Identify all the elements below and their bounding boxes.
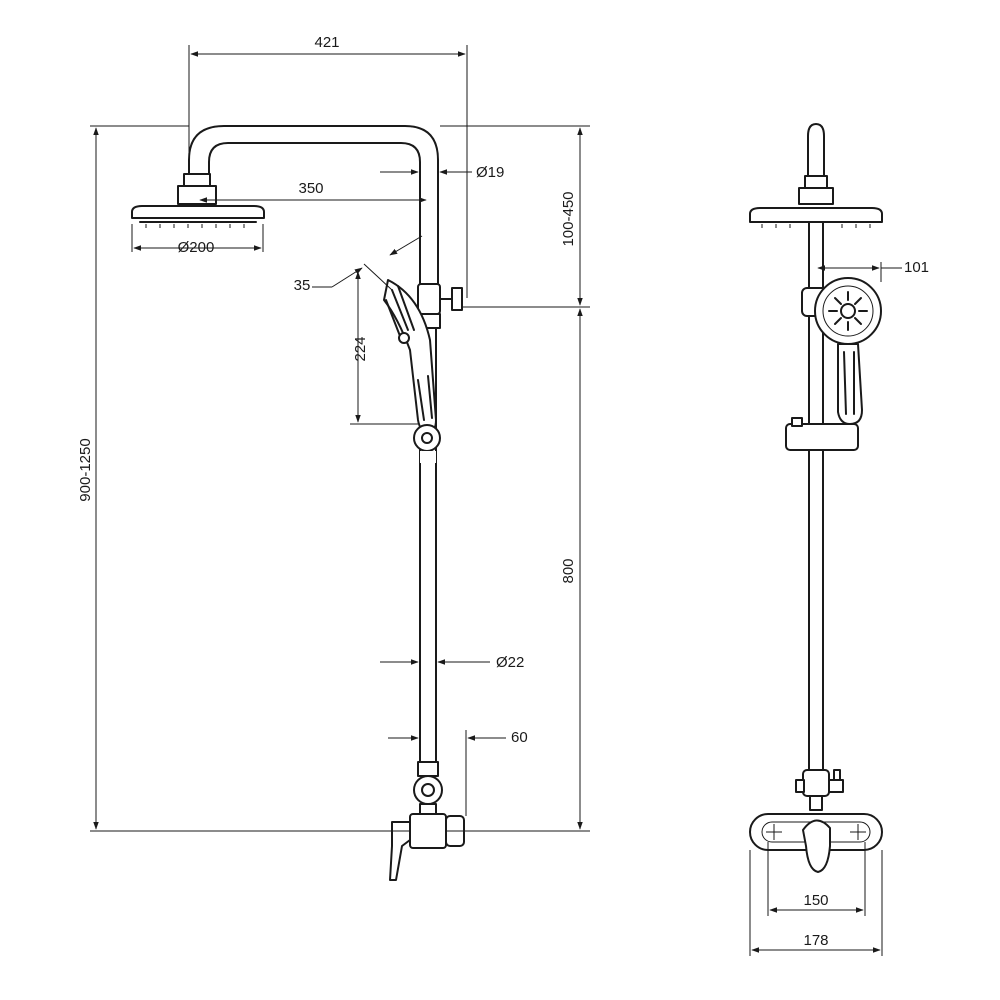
dim-handset-diameter-label: 101 bbox=[904, 259, 929, 276]
dim-lower-pipe-label: Ø22 bbox=[496, 654, 524, 671]
side-head-nut bbox=[804, 175, 828, 189]
side-head-connector bbox=[798, 187, 834, 205]
hand-shower-grip bbox=[417, 375, 433, 421]
side-diverter-knob bbox=[833, 769, 841, 781]
side-arm-stub bbox=[807, 123, 825, 177]
side-mixer-lever bbox=[802, 819, 831, 873]
hand-shower-button bbox=[398, 332, 410, 344]
head-nozzles bbox=[145, 224, 245, 228]
diverter-collar bbox=[417, 761, 439, 777]
hand-shower-face bbox=[385, 285, 415, 337]
dim-valve-projection-label: 60 bbox=[511, 729, 528, 746]
dim-35-arrow-lower bbox=[331, 267, 363, 288]
dim-fixing-spacing-label: 150 bbox=[803, 892, 828, 909]
dim-total-height-label: 900-1250 bbox=[77, 438, 94, 501]
side-diverter-right-stem bbox=[828, 779, 844, 793]
shower-holder-screw bbox=[421, 432, 433, 444]
diverter-outlet bbox=[419, 803, 437, 815]
mixer-body bbox=[409, 813, 447, 849]
head-connector bbox=[177, 185, 217, 205]
side-dimensions: 101 150 178 bbox=[749, 259, 929, 956]
side-handset-nozzles bbox=[828, 291, 868, 331]
dim-upper-pipe-label: Ø19 bbox=[476, 164, 504, 181]
side-head-nozzles bbox=[761, 224, 871, 228]
diverter-knob bbox=[421, 783, 435, 797]
side-slider-knob bbox=[791, 417, 803, 427]
side-view bbox=[749, 123, 883, 873]
side-handset-ring bbox=[822, 285, 874, 337]
overhead-arm-inner bbox=[208, 142, 421, 291]
dim-arm-length-label: 421 bbox=[314, 34, 339, 51]
dim-bar-length-label: 800 bbox=[560, 558, 577, 583]
dim-35-ext bbox=[363, 263, 393, 291]
dim-mixer-width-label: 178 bbox=[803, 932, 828, 949]
side-handset-center bbox=[840, 303, 856, 319]
side-rain-head bbox=[749, 207, 883, 223]
dim-height-adjust-label: 100-450 bbox=[560, 191, 577, 246]
rain-shower-head bbox=[131, 205, 265, 219]
dim-head-diameter-label: Ø200 bbox=[178, 239, 215, 256]
dim-35-arrow-upper bbox=[389, 235, 423, 256]
head-connector-nut bbox=[183, 173, 211, 187]
front-view bbox=[131, 125, 465, 881]
mixer-lever bbox=[389, 821, 411, 881]
height-adjust-clamp bbox=[417, 283, 441, 315]
overhead-arm bbox=[188, 125, 439, 291]
side-handle-grip bbox=[843, 351, 855, 415]
side-slider-holder bbox=[785, 423, 859, 451]
side-mixer-neck bbox=[809, 795, 823, 811]
clamp-screw-knob bbox=[451, 287, 463, 311]
dim-arm-reach-label: 350 bbox=[298, 180, 323, 197]
side-handset-handle bbox=[837, 343, 863, 425]
holder-gap bbox=[420, 451, 436, 463]
side-diverter-left-stem bbox=[795, 779, 805, 793]
side-diverter bbox=[802, 769, 830, 797]
dim-handset-length-label: 224 bbox=[352, 336, 369, 361]
dim-handset-angle-label: 35 bbox=[294, 277, 311, 294]
front-dimensions: 421 350 Ø19 Ø200 35 224 100-450 800 bbox=[77, 34, 590, 832]
